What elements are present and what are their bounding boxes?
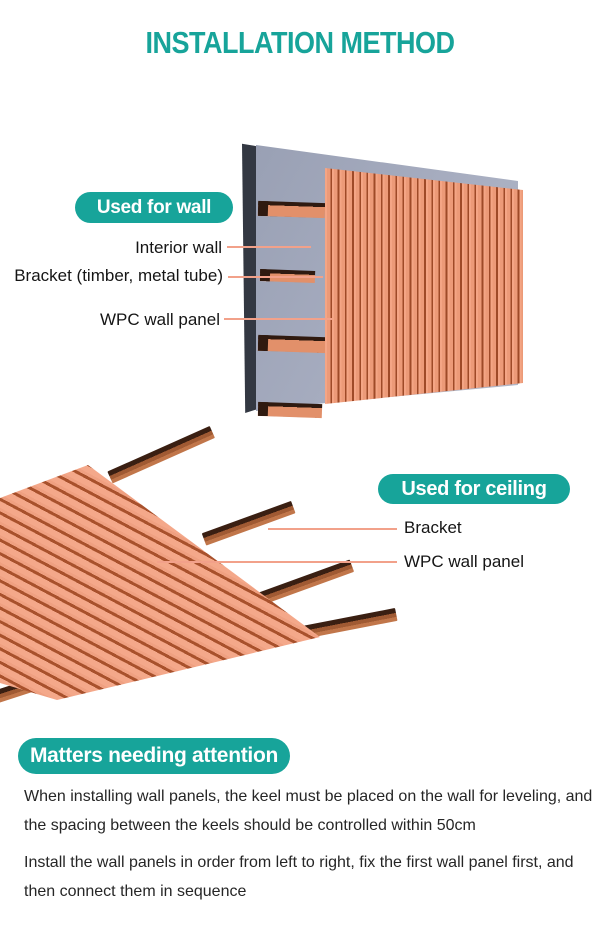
ceiling-wpc-panels <box>0 465 320 700</box>
wall-bracket-bar-1 <box>257 200 326 219</box>
wall-panel-label: WPC wall panel <box>100 310 220 329</box>
ceiling-section-badge: Used for ceiling <box>378 474 570 504</box>
ceiling-bracket-label: Bracket <box>404 518 462 537</box>
wpc-wall-panels <box>325 168 523 404</box>
wall-bracket-bar-3 <box>257 334 327 354</box>
leader-line-ceiling-bracket <box>268 528 397 530</box>
attention-badge: Matters needing attention <box>18 738 290 774</box>
wall-bracket-bar-4 <box>257 401 323 419</box>
leader-line-ceiling-panel <box>157 561 397 563</box>
wall-section-badge: Used for wall <box>75 192 233 223</box>
ceiling-bracket-beam-1 <box>107 426 215 484</box>
page-title: INSTALLATION METHOD <box>145 26 455 60</box>
interior-wall-label: Interior wall <box>135 238 222 257</box>
leader-line-interior-wall <box>227 246 311 248</box>
ceiling-bracket-beam-2 <box>201 500 296 546</box>
ceiling-panel-label: WPC wall panel <box>404 552 524 571</box>
attention-paragraph-1: When installing wall panels, the keel mu… <box>24 788 593 834</box>
wall-side-edge-face <box>242 143 258 413</box>
wall-bracket-label: Bracket (timber, metal tube) <box>14 266 223 285</box>
leader-line-wall-panel <box>224 318 332 320</box>
attention-paragraph-2: Install the wall panels in order from le… <box>24 854 574 900</box>
attention-text-block: When installing wall panels, the keel mu… <box>24 782 596 906</box>
leader-line-wall-bracket <box>228 276 323 278</box>
